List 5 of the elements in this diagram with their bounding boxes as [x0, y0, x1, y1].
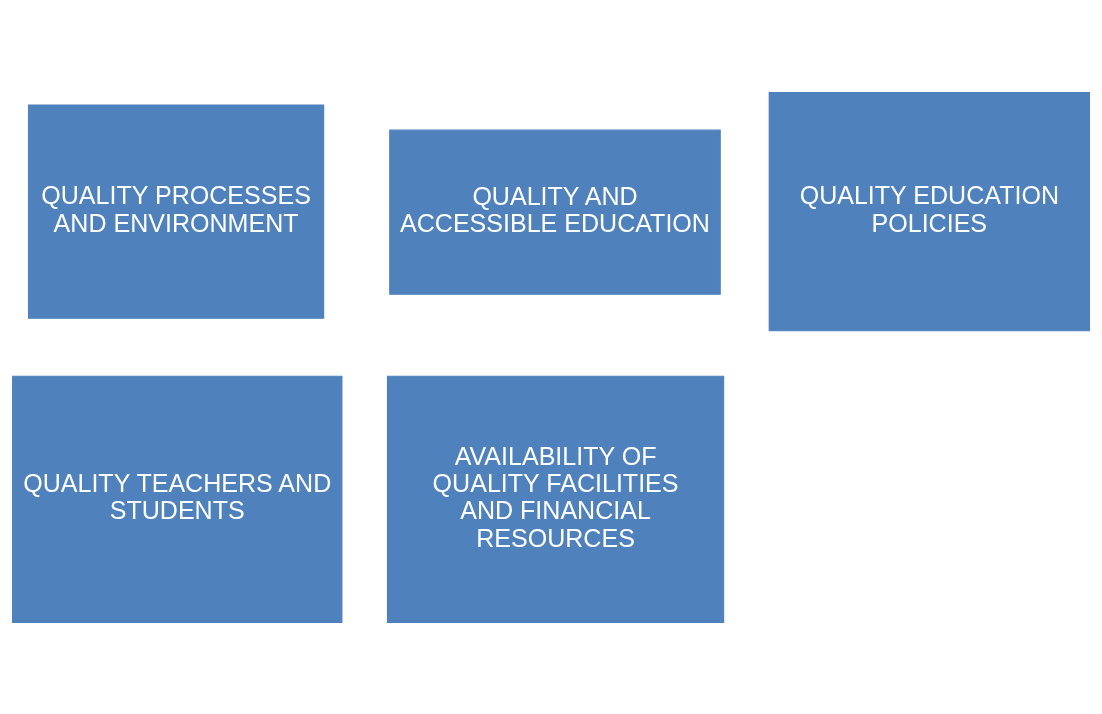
- node-box: AVAILABILITY OF QUALITY FACILITIES AND FINANCIAL RESOURCES: [386, 375, 725, 623]
- node-box: QUALITY TEACHERS AND STUDENTS: [12, 375, 343, 623]
- node-box: QUALITY AND ACCESSIBLE EDUCATION: [389, 129, 721, 295]
- node-box: QUALITY PROCESSES AND ENVIRONMENT: [27, 104, 325, 319]
- node-box: QUALITY EDUCATION POLICIES: [768, 91, 1090, 331]
